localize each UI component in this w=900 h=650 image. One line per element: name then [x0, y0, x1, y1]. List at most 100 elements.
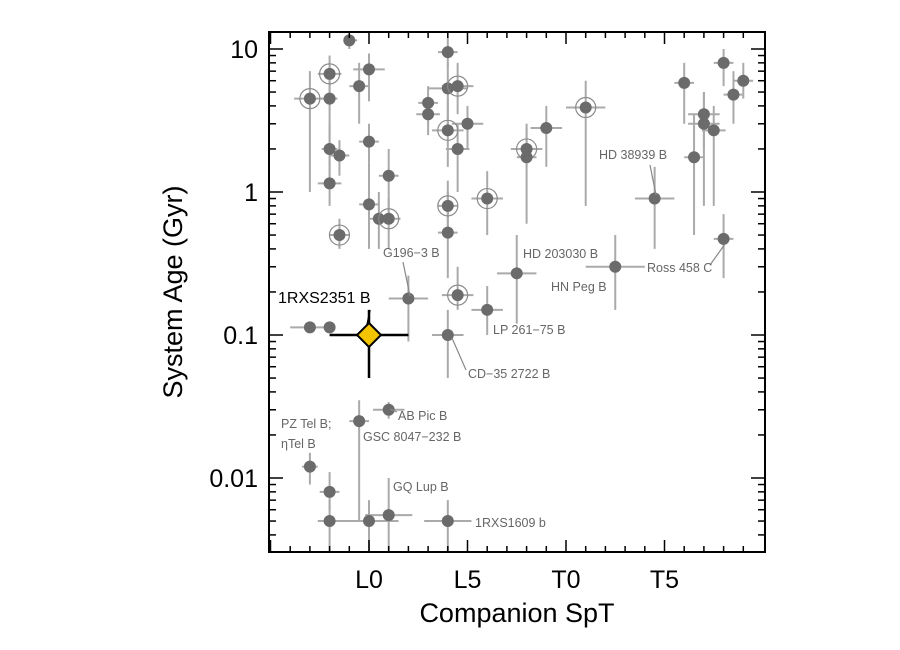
data-point	[481, 303, 494, 316]
data-point	[333, 229, 346, 242]
ring-marker	[328, 224, 351, 246]
data-point-layer	[299, 34, 750, 528]
annotation-lp261: LP 261−75 B	[493, 323, 565, 337]
data-point	[333, 149, 346, 162]
data-point	[609, 260, 622, 273]
data-point	[520, 142, 533, 155]
data-point	[697, 108, 710, 121]
data-point	[323, 177, 336, 190]
data-point	[323, 485, 336, 498]
data-point	[323, 142, 336, 155]
data-point	[323, 92, 336, 105]
data-point	[402, 292, 415, 305]
data-point	[363, 63, 375, 76]
data-point	[441, 226, 454, 239]
x-tick-label-layer: L0 L5 T0 T5	[355, 566, 679, 594]
data-point	[441, 199, 454, 212]
data-point	[422, 108, 435, 121]
annotation-layer: 1RXS2351 B G196−3 B HD 203030 B HN Peg B…	[278, 148, 712, 530]
data-point	[520, 151, 533, 164]
data-point	[343, 34, 356, 47]
leader-line-layer	[366, 164, 726, 413]
data-point	[303, 460, 316, 473]
data-point	[451, 142, 464, 155]
annotation-hd203030: HD 203030 B	[523, 247, 598, 261]
data-point	[451, 289, 464, 302]
data-point	[441, 124, 454, 137]
x-tick-label-t5: T5	[650, 566, 679, 594]
annotation-pztel: PZ Tel B;	[281, 417, 331, 431]
data-point	[303, 92, 316, 105]
annotation-abpic: AB Pic B	[398, 409, 447, 423]
data-point	[727, 88, 740, 101]
annotation-1rxs1609: 1RXS1609 b	[475, 516, 546, 530]
ring-marker	[299, 87, 321, 110]
data-point	[540, 122, 553, 135]
data-point	[353, 80, 366, 93]
data-point	[707, 124, 720, 137]
ring-marker	[447, 284, 469, 306]
annotation-etatel: ηTel B	[281, 437, 316, 451]
data-point	[678, 76, 691, 89]
highlight-layer	[329, 309, 409, 379]
annotation-hnpeg: HN Peg B	[551, 280, 607, 294]
ring-marker	[476, 187, 498, 210]
leader-ross458	[709, 243, 726, 266]
data-point	[737, 74, 750, 87]
y-tick-label-10: 10	[230, 36, 258, 64]
data-point	[648, 192, 661, 205]
ring-marker	[437, 119, 459, 141]
data-point	[579, 101, 592, 114]
ring-marker	[378, 208, 400, 230]
leader-hd38939	[649, 164, 657, 196]
data-point	[363, 515, 375, 528]
data-point	[363, 198, 375, 211]
data-point	[363, 135, 375, 148]
data-point	[323, 515, 336, 528]
leader-1rxs2351	[366, 309, 371, 326]
leader-cd35	[451, 337, 467, 371]
ring-marker	[437, 195, 459, 217]
data-point	[303, 321, 316, 334]
y-tick-label-1: 1	[244, 179, 258, 207]
x-tick-label-l0: L0	[355, 566, 383, 594]
leader-g196	[402, 261, 411, 297]
y-tick-label-0.1: 0.1	[223, 322, 258, 350]
data-point	[717, 56, 730, 69]
data-point	[688, 151, 701, 164]
highlight-diamond-marker	[355, 321, 383, 349]
data-point	[461, 117, 474, 130]
data-point	[323, 321, 336, 334]
x-tick-label-t0: T0	[551, 566, 580, 594]
ring-marker	[319, 63, 341, 85]
data-point	[451, 80, 464, 93]
annotation-1rxs2351: 1RXS2351 B	[278, 290, 371, 307]
data-point	[382, 169, 395, 182]
annotation-hd38939: HD 38939 B	[599, 148, 667, 162]
annotation-gqlup: GQ Lup B	[393, 480, 449, 494]
annotation-ross458: Ross 458 C	[647, 261, 712, 275]
y-tick-layer	[269, 48, 765, 536]
data-point	[441, 329, 454, 341]
data-point	[382, 212, 395, 225]
data-point	[323, 67, 336, 80]
annotation-cd35: CD−35 2722 B	[468, 367, 550, 381]
data-point	[481, 192, 494, 205]
x-axis-title: Companion SpT	[419, 598, 614, 628]
leader-abpic	[389, 408, 398, 413]
data-point	[717, 232, 730, 245]
ring-marker	[575, 96, 597, 119]
data-point	[422, 96, 435, 109]
data-point	[441, 515, 454, 528]
data-point	[697, 117, 710, 130]
annotation-g196: G196−3 B	[383, 246, 440, 260]
ring-marker	[447, 75, 469, 97]
x-tick-layer	[269, 32, 745, 552]
data-point	[382, 509, 395, 522]
y-axis-title: System Age (Gyr)	[158, 185, 188, 398]
data-point	[441, 46, 454, 59]
y-tick-label-layer: 0.01 0.1 1 10	[209, 36, 258, 493]
data-point	[510, 267, 523, 280]
x-tick-label-l5: L5	[454, 566, 482, 594]
